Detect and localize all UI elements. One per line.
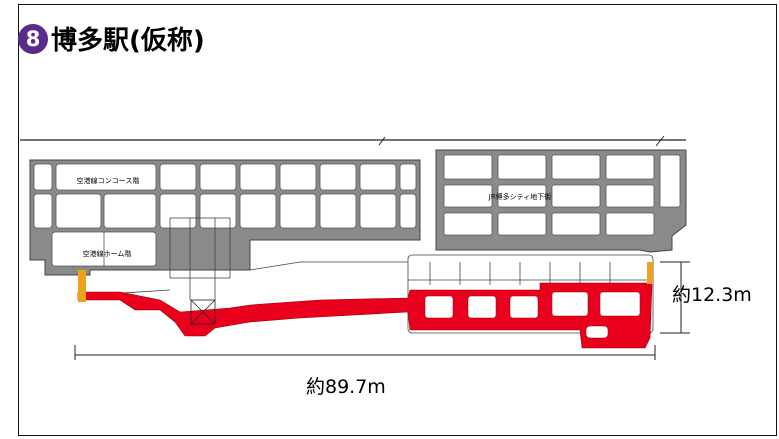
break-mark — [655, 135, 665, 147]
concourse-level-label: 空港線コンコース階 — [77, 176, 140, 185]
existing-underground-mall-structure — [435, 149, 687, 253]
number-badge: 8 — [18, 23, 48, 54]
platform-level-label: 空港線ホーム階 — [83, 249, 132, 258]
break-mark — [378, 136, 386, 146]
temporary-wall-right — [647, 262, 653, 284]
underground-mall-label: JR博多シティ地下街 — [488, 192, 552, 201]
station-name: 博多駅(仮称) — [51, 26, 205, 56]
outline-structures — [89, 217, 654, 334]
shaft-box — [190, 299, 216, 325]
slide-title: 8 博多駅(仮称) — [18, 20, 205, 57]
new-structure-red — [77, 282, 653, 349]
height-dimension-label: 約12.3m — [672, 284, 752, 306]
width-dimension-label: 約89.7m — [306, 376, 386, 398]
existing-concourse-structure — [29, 159, 421, 276]
dimension-lines — [74, 261, 690, 360]
temporary-wall-left — [78, 270, 86, 302]
